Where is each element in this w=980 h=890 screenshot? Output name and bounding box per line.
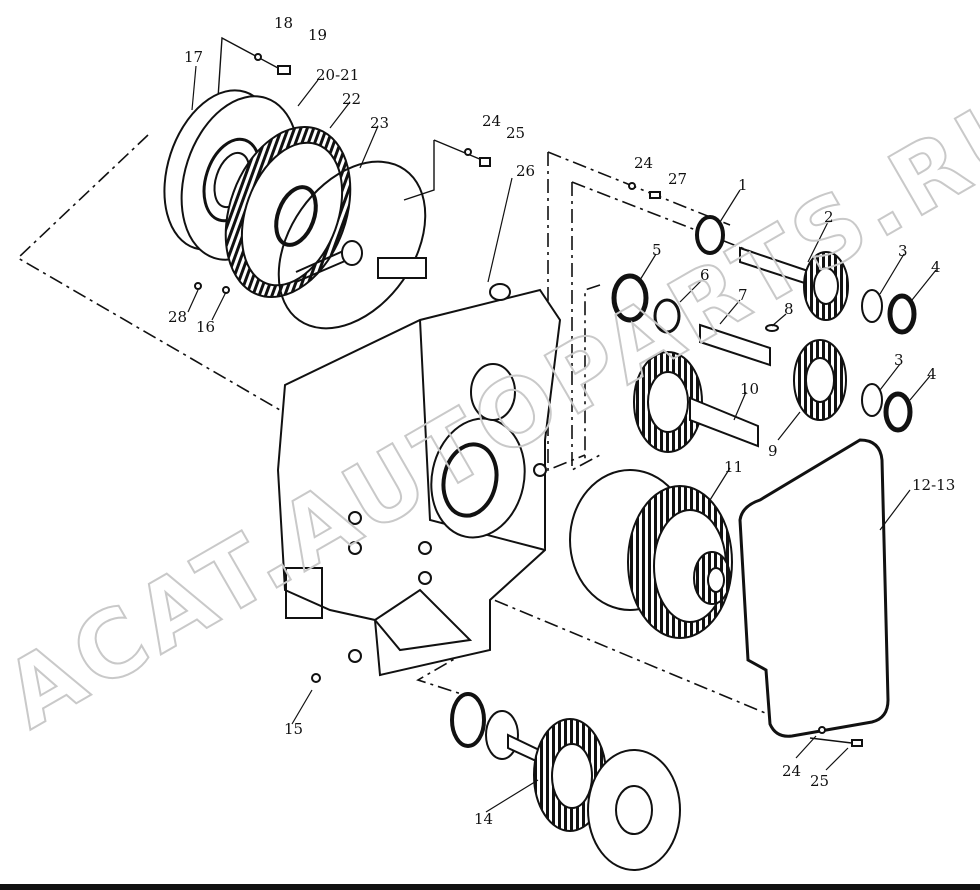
assembly-lines (16, 134, 771, 716)
gasket-12-13 (738, 438, 890, 738)
label-7: 7 (738, 286, 748, 304)
label-3: 3 (898, 242, 908, 260)
label-16: 16 (196, 318, 215, 336)
bolts (194, 53, 863, 747)
label-9: 9 (768, 442, 778, 460)
gasket-23 (277, 160, 427, 330)
ring-gear-22 (224, 125, 352, 299)
label-12-13: 12-13 (912, 476, 955, 494)
clutch-pack-11 (569, 469, 733, 639)
label-3: 3 (894, 351, 904, 369)
label-6: 6 (700, 266, 710, 284)
label-25: 25 (506, 124, 525, 142)
label-17: 17 (184, 48, 203, 66)
part-labels: 1 2 3 3 4 4 5 6 7 8 9 10 11 12-13 14 15 … (168, 14, 955, 828)
label-24: 24 (634, 154, 653, 172)
label-24: 24 (482, 112, 501, 130)
label-23: 23 (370, 114, 389, 132)
label-25: 25 (810, 772, 829, 790)
shaft-gear-9-10 (633, 339, 913, 453)
upper-shaft-group (611, 215, 917, 367)
label-28: 28 (168, 308, 187, 326)
label-15: 15 (284, 720, 303, 738)
label-11: 11 (724, 458, 743, 476)
transmission-housing (276, 283, 562, 677)
label-10: 10 (740, 380, 759, 398)
label-26: 26 (516, 162, 535, 180)
label-1: 1 (738, 176, 748, 194)
label-22: 22 (342, 90, 361, 108)
output-shaft-14 (450, 692, 681, 871)
label-27: 27 (668, 170, 687, 188)
label-19: 19 (308, 26, 327, 44)
label-14: 14 (474, 810, 493, 828)
label-2: 2 (824, 208, 834, 226)
label-4: 4 (931, 258, 941, 276)
label-24: 24 (782, 762, 801, 780)
label-20-21: 20-21 (316, 66, 359, 84)
label-18: 18 (274, 14, 293, 32)
label-8: 8 (784, 300, 794, 318)
bottom-border (0, 884, 980, 890)
label-5: 5 (652, 241, 662, 259)
label-4: 4 (927, 365, 937, 383)
label-leaders (187, 65, 937, 813)
